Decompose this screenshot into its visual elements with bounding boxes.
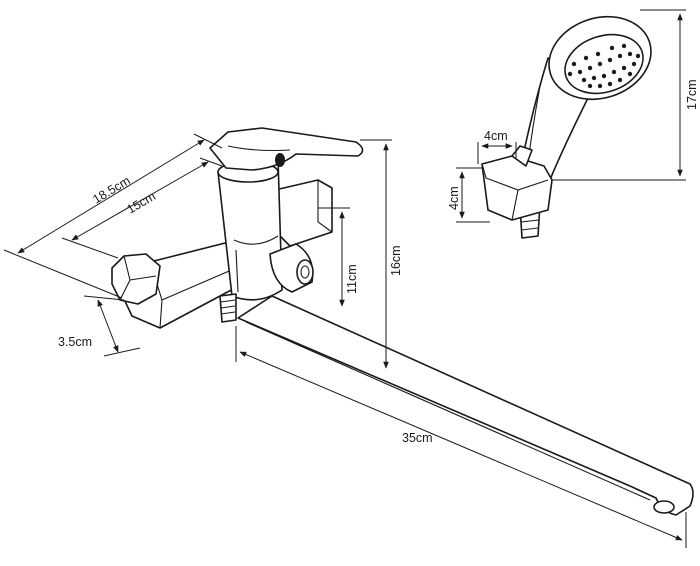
dim-label-reach-inner: 15cm — [125, 189, 158, 216]
dim-label-holder-height: 4cm — [447, 186, 461, 210]
dim-label-spout-length: 35cm — [402, 431, 433, 445]
faucet-body — [111, 127, 694, 516]
dim-label-reach-outer: 18.5cm — [90, 173, 132, 206]
dim-label-body-height: 11cm — [345, 264, 359, 294]
dim-label-total-height: 16cm — [389, 245, 403, 276]
shower-head — [481, 15, 652, 239]
dim-label-shower-height: 17cm — [685, 79, 699, 110]
dimension-lines — [3, 9, 687, 548]
dim-label-inlet-height: 3.5cm — [58, 335, 92, 349]
dim-label-holder-width: 4cm — [484, 129, 508, 143]
shower-nozzles — [567, 43, 641, 89]
